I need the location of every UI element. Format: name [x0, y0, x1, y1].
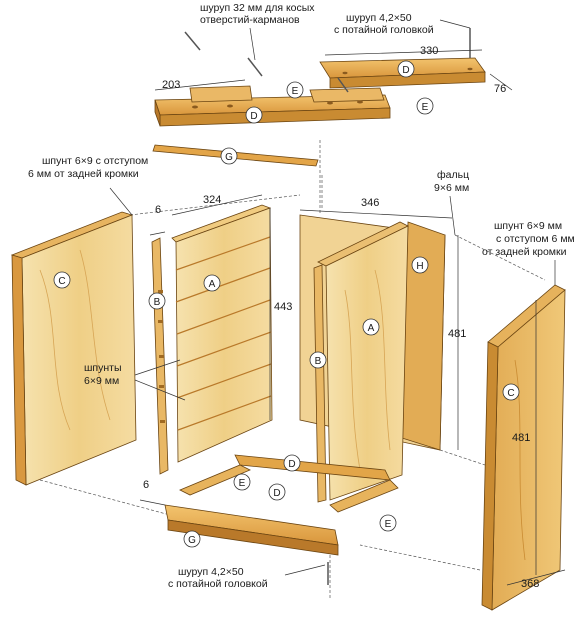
svg-text:D: D [273, 488, 280, 499]
svg-text:с отступом 6 мм: с отступом 6 мм [496, 233, 575, 245]
svg-text:G: G [225, 152, 233, 163]
callout-screw-bottom: шуруп 4,2×50 с потайной головкой [168, 566, 268, 590]
svg-text:от задней кромки: от задней кромки [482, 246, 567, 258]
svg-text:D: D [250, 111, 257, 122]
callout-dowel-right: шпунт 6×9 мм с отступом 6 мм от задней к… [482, 220, 575, 258]
dim-346: 346 [361, 197, 379, 209]
svg-text:6×9 мм: 6×9 мм [84, 375, 119, 387]
part-label-c-right: C [502, 383, 520, 401]
svg-text:B: B [154, 297, 161, 308]
callout-screw-countersunk-top: шуруп 4,2×50 с потайной головкой [334, 12, 434, 36]
part-label-d-bottom-center: D [268, 483, 286, 501]
svg-text:E: E [422, 102, 429, 113]
svg-text:D: D [402, 65, 409, 76]
svg-text:шпунт 6×9 с отступом: шпунт 6×9 с отступом [42, 155, 148, 167]
dim-324: 324 [203, 194, 221, 206]
svg-text:E: E [385, 519, 392, 530]
dim-76: 76 [494, 83, 506, 95]
svg-text:6 мм от задней кромки: 6 мм от задней кромки [28, 168, 139, 180]
part-label-d-bottom-back: D [283, 454, 301, 472]
svg-text:шпунт 6×9 мм: шпунт 6×9 мм [494, 220, 562, 232]
dim-330: 330 [420, 45, 438, 57]
svg-text:9×6 мм: 9×6 мм [434, 182, 469, 194]
svg-text:шуруп 4,2×50: шуруп 4,2×50 [346, 12, 412, 24]
part-label-e-top-right: E [416, 97, 434, 115]
dim-203: 203 [162, 79, 180, 91]
part-label-g-top: G [220, 147, 238, 165]
dimension-labels: 330 76 203 324 6 346 443 481 481 6 368 [143, 45, 539, 590]
right-side-panel [481, 284, 566, 611]
svg-text:шуруп 32 мм для косых: шуруп 32 мм для косых [200, 2, 315, 14]
dim-6-bottom: 6 [143, 479, 149, 491]
callout-screw-top: шуруп 32 мм для косых отверстий-карманов [200, 2, 315, 26]
leader-lines [109, 19, 556, 576]
svg-text:шпунты: шпунты [84, 362, 122, 374]
svg-text:H: H [416, 261, 423, 272]
svg-text:с потайной головкой: с потайной головкой [334, 24, 434, 36]
part-label-a-front: A [362, 318, 380, 336]
svg-text:E: E [239, 478, 246, 489]
dim-368: 368 [521, 578, 539, 590]
part-label-b-center: B [309, 351, 327, 369]
dim-443: 443 [274, 301, 292, 313]
dim-6-top: 6 [155, 204, 161, 216]
part-label-h: H [411, 256, 429, 274]
part-label-c-left: C [53, 271, 71, 289]
part-label-g-bottom: G [183, 530, 201, 548]
left-side-panel [10, 211, 137, 486]
svg-text:E: E [292, 86, 299, 97]
part-label-d-top-back: D [397, 60, 415, 78]
svg-text:с потайной головкой: с потайной головкой [168, 578, 268, 590]
part-label-a-back: A [203, 274, 221, 292]
svg-text:фальц: фальц [437, 169, 469, 181]
svg-text:B: B [315, 356, 322, 367]
svg-text:C: C [58, 276, 65, 287]
back-assembly [151, 204, 273, 475]
svg-text:D: D [288, 459, 295, 470]
dim-481-center: 481 [448, 328, 466, 340]
callout-dowel-left: шпунт 6×9 с отступом 6 мм от задней кром… [28, 155, 148, 180]
part-label-e-bottom-left: E [233, 473, 251, 491]
part-label-d-top-front: D [245, 106, 263, 124]
dim-481-right: 481 [512, 432, 530, 444]
callout-rebate: фальц 9×6 мм [434, 169, 469, 194]
svg-text:шуруп 4,2×50: шуруп 4,2×50 [178, 566, 244, 578]
part-labels: D E D E G C A B A H B C D E D E G [53, 60, 520, 548]
callout-grooves: шпунты 6×9 мм [84, 362, 122, 387]
svg-text:G: G [188, 535, 196, 546]
dimension-lines [139, 49, 566, 586]
part-label-e-bottom-right: E [379, 514, 397, 532]
top-frame [152, 28, 486, 167]
svg-text:A: A [209, 279, 216, 290]
svg-text:A: A [368, 323, 375, 334]
svg-text:отверстий-карманов: отверстий-карманов [200, 14, 300, 26]
part-label-b-left: B [148, 292, 166, 310]
bottom-frame [164, 454, 399, 585]
part-label-e-top-left: E [286, 81, 304, 99]
svg-text:C: C [507, 388, 514, 399]
